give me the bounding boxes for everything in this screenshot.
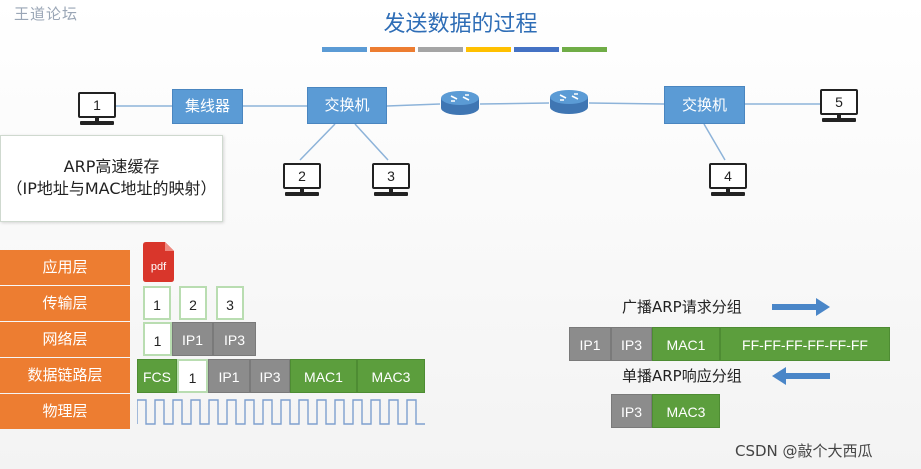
pdf-file-icon: pdf (143, 242, 174, 282)
frame-fcs: FCS (137, 359, 177, 393)
frame-src-mac: MAC1 (290, 359, 357, 393)
link-switch-host2 (299, 123, 336, 161)
frame-dst-mac: MAC3 (357, 359, 425, 393)
title-stripe-1 (322, 47, 367, 52)
host-5-monitor-icon: 5 (820, 89, 858, 115)
link-router1-router2 (479, 102, 550, 105)
host-1: 1 (78, 92, 116, 125)
link-switch-host4 (703, 123, 726, 161)
link-switch-router1 (386, 103, 441, 107)
packet-dst-ip: IP3 (213, 322, 256, 356)
layer-network: 网络层 (0, 322, 130, 357)
frame-dst-ip: IP3 (250, 359, 290, 393)
layer-physical: 物理层 (0, 394, 130, 429)
title-stripe-2 (370, 47, 415, 52)
pdf-file-label: pdf (150, 261, 167, 273)
arp-reply-label: 单播ARP响应分组 (622, 367, 742, 385)
layer-transport: 传输层 (0, 286, 130, 321)
link-switch-host3 (354, 123, 389, 161)
router-icon (550, 90, 588, 114)
arp-reply-mac: MAC3 (652, 394, 720, 428)
arp-cache-title: ARP高速缓存 (63, 157, 160, 176)
router-icon (441, 91, 479, 115)
arp-cache-callout: ARP高速缓存 （IP地址与MAC地址的映射） (0, 135, 223, 222)
packet-src-ip: IP1 (172, 322, 213, 356)
layer-data-link: 数据链路层 (0, 358, 130, 393)
switch-left: 交换机 (307, 87, 387, 124)
transport-segment-2: 2 (179, 286, 207, 320)
title-stripe-3 (418, 47, 463, 52)
arp-request-dst-ip: IP3 (611, 327, 652, 361)
host-5: 5 (820, 89, 858, 122)
frame-src-ip: IP1 (208, 359, 250, 393)
watermark: 王道论坛 (14, 5, 79, 23)
page-title: 发送数据的过程 (383, 12, 538, 37)
title-stripe-6 (562, 47, 607, 52)
arp-request-src-mac: MAC1 (652, 327, 720, 361)
transport-segment-1: 1 (143, 286, 171, 320)
arp-request-label: 广播ARP请求分组 (622, 298, 742, 316)
host-4: 4 (709, 163, 747, 196)
transport-segment-3: 3 (216, 286, 244, 320)
host-4-monitor-icon: 4 (709, 163, 747, 189)
layer-application: 应用层 (0, 250, 130, 285)
arrow-right-icon (772, 298, 830, 316)
host-2-monitor-icon: 2 (283, 163, 321, 189)
arp-request-broadcast-mac: FF-FF-FF-FF-FF-FF (720, 327, 890, 361)
arrow-left-icon (772, 367, 830, 385)
arp-request-src-ip: IP1 (569, 327, 611, 361)
frame-payload: 1 (177, 359, 208, 393)
arp-cache-subtitle: （IP地址与MAC地址的映射） (6, 179, 217, 198)
physical-signal-waveform (137, 399, 425, 425)
host-1-monitor-icon: 1 (78, 92, 116, 118)
switch-right: 交换机 (664, 86, 745, 124)
arp-reply-ip: IP3 (611, 394, 652, 428)
title-stripe-4 (466, 47, 511, 52)
host-3-monitor-icon: 3 (372, 163, 410, 189)
host-2: 2 (283, 163, 321, 196)
packet-payload: 1 (143, 322, 172, 356)
csdn-credit: CSDN @敲个大西瓜 (735, 442, 873, 460)
link-router2-switch (588, 102, 665, 105)
hub: 集线器 (172, 89, 243, 124)
host-3: 3 (372, 163, 410, 196)
title-stripe-5 (514, 47, 559, 52)
